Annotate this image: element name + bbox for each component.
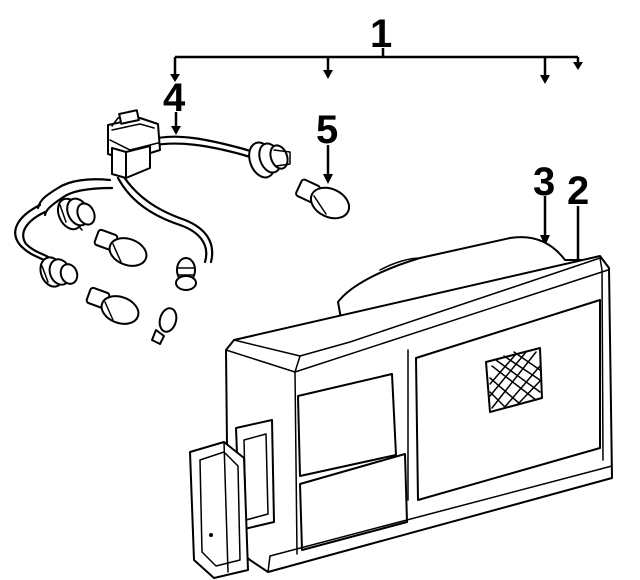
- callout-2: 2: [567, 169, 589, 213]
- bulb-lower-left: [85, 286, 140, 325]
- wiring-harness: [14, 109, 291, 291]
- socket-upper-right: [248, 141, 291, 179]
- socket-left-lower: [39, 256, 79, 288]
- bulb-small-wedge: [151, 307, 178, 345]
- callout-5: 5: [316, 108, 338, 152]
- reflector-grille: [485, 347, 543, 413]
- lamp-assembly: [189, 236, 613, 579]
- lamp-side-plate: [189, 419, 275, 579]
- lamp-lens: [225, 255, 613, 573]
- callout-3: 3: [533, 160, 555, 204]
- socket-left-upper: [56, 197, 96, 231]
- callout-4: 4: [163, 76, 186, 120]
- socket-small-lower: [175, 257, 197, 291]
- bulbs: [85, 178, 351, 345]
- callout-1: 1: [370, 12, 392, 56]
- bulb-middle-left: [93, 228, 148, 267]
- bulb-upper-right: [295, 178, 351, 220]
